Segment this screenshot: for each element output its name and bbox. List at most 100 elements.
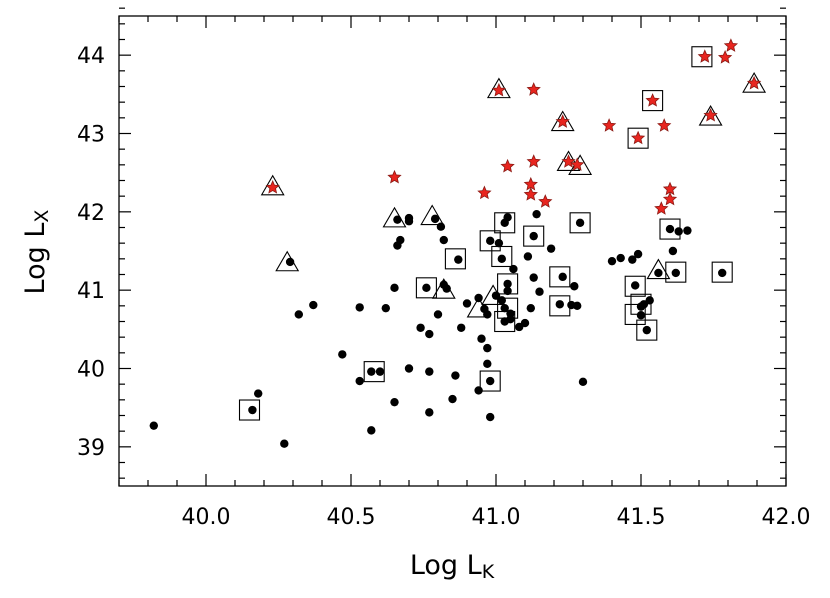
- data-point-dot: [483, 359, 492, 368]
- data-point-triangle: [556, 150, 581, 172]
- data-point-star: [630, 130, 646, 145]
- data-point-square: [415, 277, 437, 299]
- x-tick-label: 40.5: [327, 505, 376, 530]
- data-point-star: [500, 158, 515, 173]
- data-point-square: [569, 212, 591, 234]
- data-point-dot: [309, 300, 318, 310]
- data-point-triangle: [742, 72, 767, 93]
- data-point-dot: [570, 282, 579, 291]
- data-point-dot: [654, 268, 663, 278]
- data-point-dot: [616, 253, 625, 263]
- data-point-dot: [526, 303, 535, 313]
- data-point-dot: [486, 376, 495, 386]
- data-point-dot: [404, 364, 414, 373]
- data-point-square: [363, 361, 385, 383]
- data-point-dot: [546, 244, 556, 253]
- data-point-square: [444, 248, 466, 270]
- data-point-dot: [254, 389, 263, 398]
- data-point-star: [526, 154, 541, 168]
- data-point-dot: [338, 350, 347, 359]
- data-point-dot: [535, 287, 544, 296]
- y-axis-label-group: Log LX: [20, 210, 53, 295]
- data-point-dot: [462, 299, 472, 308]
- data-point-dot: [390, 283, 399, 293]
- data-point-star: [538, 194, 553, 208]
- data-point-triangle: [420, 204, 445, 226]
- y-tick-label: 41: [77, 279, 105, 304]
- x-tick-label: 40.0: [182, 505, 231, 530]
- data-point-dot: [509, 264, 518, 274]
- data-point-dot: [280, 439, 289, 448]
- data-point-dot: [645, 296, 654, 305]
- data-point-triangle: [550, 110, 575, 132]
- data-point-dot: [393, 215, 402, 224]
- data-point-square: [642, 90, 664, 112]
- data-point-star: [523, 187, 538, 201]
- data-point-dot: [683, 226, 692, 235]
- data-point-square: [624, 275, 646, 297]
- data-point-dot: [532, 209, 541, 219]
- data-point-dot: [483, 343, 492, 353]
- data-point-dot: [631, 281, 640, 290]
- x-tick-label: 41.5: [617, 505, 666, 530]
- data-point-dot: [486, 236, 495, 246]
- plot-marks: [149, 38, 767, 448]
- data-point-square: [627, 127, 649, 149]
- data-point-dot: [529, 273, 538, 282]
- data-point-dot: [486, 412, 495, 422]
- y-tick-label: 39: [77, 436, 105, 461]
- data-point-dot: [494, 238, 504, 248]
- data-point-dot: [474, 293, 483, 303]
- data-point-dot: [529, 231, 538, 241]
- data-point-dot: [390, 397, 399, 407]
- data-point-dot: [500, 303, 509, 313]
- data-point-dot: [396, 235, 405, 245]
- data-point-dot: [285, 257, 295, 267]
- data-point-dot: [416, 323, 425, 332]
- data-point-dot: [436, 222, 446, 231]
- data-point-dot: [607, 256, 617, 266]
- data-point-star: [654, 201, 669, 215]
- data-point-dot: [665, 224, 675, 234]
- data-point-dot: [451, 371, 460, 380]
- data-point-dot: [442, 284, 451, 293]
- data-point-dot: [367, 426, 376, 435]
- data-point-star: [697, 49, 712, 63]
- data-point-dot: [491, 291, 501, 300]
- data-point-dot: [404, 217, 414, 226]
- data-point-square: [711, 261, 733, 283]
- data-point-dot: [430, 214, 440, 224]
- data-point-dot: [477, 334, 486, 343]
- data-point-star: [265, 180, 280, 194]
- data-point-square: [494, 212, 516, 234]
- data-point-square: [549, 266, 571, 288]
- data-point-dot: [425, 329, 434, 339]
- y-tick-label: 40: [77, 358, 105, 383]
- data-point-dot: [520, 318, 530, 328]
- data-point-dot: [718, 268, 727, 278]
- data-point-dot: [248, 405, 257, 415]
- plot-frame: [118, 15, 787, 487]
- x-axis-label: Log LK: [410, 550, 495, 583]
- data-point-square: [624, 303, 646, 326]
- data-point-star: [387, 169, 402, 184]
- data-point-square: [523, 225, 545, 247]
- data-point-square: [479, 370, 501, 392]
- data-point-dot: [558, 272, 567, 282]
- data-point-dot: [497, 254, 506, 264]
- data-point-dot: [506, 314, 515, 324]
- data-point-dot: [474, 386, 483, 395]
- data-point-dot: [636, 311, 646, 320]
- data-point-dot: [503, 286, 512, 296]
- data-point-square: [238, 399, 261, 421]
- data-point-dot: [433, 310, 443, 319]
- data-point-dot: [483, 310, 492, 319]
- data-point-dot: [439, 235, 448, 245]
- data-point-dot: [454, 255, 463, 264]
- y-axis-label: Log LX: [20, 210, 53, 295]
- data-point-dot: [671, 268, 680, 278]
- data-point-star: [645, 93, 660, 107]
- x-tick-label: 42.0: [762, 505, 811, 530]
- data-point-star: [746, 75, 762, 90]
